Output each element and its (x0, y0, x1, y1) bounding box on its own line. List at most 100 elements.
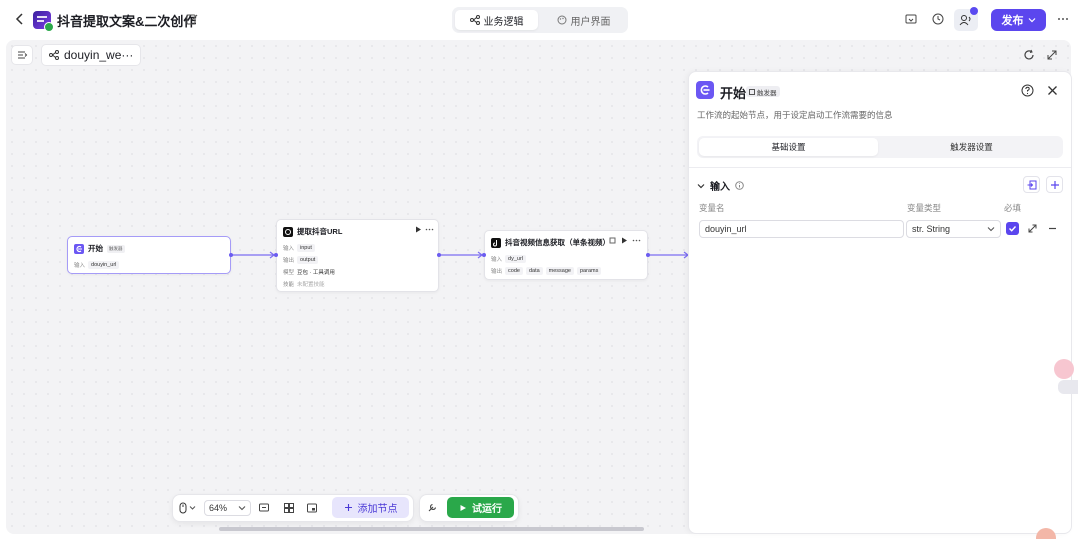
output-label: 输出 (283, 258, 295, 264)
more-icon[interactable] (1056, 12, 1070, 26)
tab-trigger-settings[interactable]: 触发器设置 (950, 142, 993, 152)
run-node-icon[interactable] (621, 237, 628, 244)
divider (689, 167, 1071, 168)
node-input-row: 输入 input (283, 244, 315, 252)
node-skill-row: 技能 未配置技能 (283, 280, 325, 288)
input-var-pill: dy_url (505, 255, 526, 263)
start-icon (696, 81, 714, 99)
help-icon[interactable] (1021, 84, 1034, 97)
publish-button[interactable]: 发布 (991, 9, 1046, 31)
output-var-pill: data (525, 267, 543, 275)
tab-label: 业务逻辑 (483, 16, 524, 28)
app-title: 抖音提取文案&二次创作 (57, 14, 197, 29)
mode-tabs: 业务逻辑 用户界面 (452, 7, 628, 33)
panel-description: 工作流的起始节点，用于设定启动工作流需要的信息 (697, 110, 893, 120)
info-icon (735, 181, 744, 190)
remove-variable-icon[interactable] (1047, 223, 1058, 234)
expand-variable-icon[interactable] (1027, 223, 1038, 234)
add-variable-button[interactable] (1046, 176, 1063, 193)
variable-name-value: douyin_url (705, 224, 747, 234)
video-info-node[interactable]: 抖音视频信息获取（单条视频） 输入 dy_url 输出 code data me… (484, 230, 648, 280)
output-port[interactable] (437, 253, 441, 257)
edit-icon[interactable] (186, 13, 198, 25)
tab-user-interface[interactable]: 用户界面 (542, 10, 625, 30)
run-node-icon[interactable] (415, 226, 422, 233)
add-node-button[interactable]: 添加节点 (332, 497, 409, 518)
assistant-avatar-icon[interactable] (1054, 359, 1074, 379)
output-port[interactable] (229, 253, 233, 257)
flow-icon (469, 15, 480, 25)
tab-basic-settings[interactable]: 基础设置 (699, 138, 878, 156)
output-var-pill: params (577, 267, 602, 275)
zoom-select[interactable]: 64% (204, 500, 251, 516)
node-output-row: 输出 code data message params (491, 267, 602, 275)
trigger-icon (749, 88, 755, 95)
input-label: 输入 (74, 263, 86, 269)
run-label: 试运行 (472, 504, 502, 515)
mouse-mode-button[interactable] (178, 502, 198, 514)
feedback-tab-icon[interactable] (1058, 380, 1078, 394)
plugin-icon (609, 237, 616, 244)
flow-icon (49, 50, 59, 60)
node-header: 提取抖音URL (283, 226, 342, 237)
helper-avatar-icon[interactable] (1036, 528, 1056, 539)
comment-icon[interactable] (258, 502, 270, 514)
output-var-pill: code (505, 267, 523, 275)
trigger-badge: 触发器 (107, 244, 125, 253)
model-value: 豆包 · 工具调用 (297, 270, 335, 276)
start-node[interactable]: 开始 触发器 输入 douyin_url (67, 236, 231, 274)
preview-icon[interactable] (904, 12, 918, 26)
chevron-down-icon (1028, 18, 1035, 23)
badge-label: 触发器 (757, 89, 777, 97)
output-port[interactable] (646, 253, 650, 257)
add-node-label: 添加节点 (357, 504, 398, 515)
minimap-icon[interactable] (306, 502, 318, 514)
import-button[interactable] (1023, 176, 1040, 193)
variable-name-input[interactable]: douyin_url (699, 220, 904, 238)
trigger-badge: 触发器 (746, 86, 780, 97)
variable-type-value: str. String (912, 224, 951, 234)
layout-icon[interactable] (283, 502, 295, 514)
output-var-pill: output (297, 256, 319, 264)
section-title: 输入 (710, 182, 730, 193)
node-more-icon[interactable] (425, 226, 434, 233)
col-header-name: 变量名 (699, 203, 725, 213)
workflow-name-chip[interactable]: douyin_we··· (41, 44, 142, 66)
skill-value: 未配置技能 (297, 282, 325, 288)
chevron-down-icon (238, 506, 246, 511)
input-var-pill: douyin_url (88, 261, 120, 269)
debug-tool-icon[interactable] (426, 502, 438, 514)
play-icon (460, 504, 466, 511)
node-header: 开始 触发器 (74, 243, 125, 254)
horizontal-scrollbar[interactable] (219, 527, 644, 531)
refresh-icon[interactable] (1022, 48, 1036, 62)
expand-icon[interactable] (1045, 48, 1059, 62)
model-label: 模型 (283, 270, 295, 276)
close-icon[interactable] (1047, 85, 1058, 96)
node-title: 提取抖音URL (297, 227, 343, 236)
input-port[interactable] (482, 253, 486, 257)
back-icon[interactable] (12, 11, 28, 27)
input-label: 输入 (283, 246, 295, 252)
zoom-value: 64% (209, 503, 228, 513)
test-run-button[interactable]: 试运行 (447, 497, 514, 518)
tab-business-logic[interactable]: 业务逻辑 (455, 10, 538, 30)
node-output-row: 输出 output (283, 256, 319, 264)
skill-label: 技能 (283, 282, 295, 288)
import-icon (1027, 180, 1036, 189)
input-section-header[interactable]: 输入 (697, 178, 744, 193)
notification-dot (970, 7, 978, 15)
publish-label: 发布 (1001, 15, 1024, 27)
toggle-sidebar-button[interactable] (11, 45, 33, 65)
panel-tabs: 基础设置 触发器设置 (697, 136, 1063, 158)
input-port[interactable] (274, 253, 278, 257)
node-more-icon[interactable] (632, 237, 641, 244)
chevron-down-icon (987, 227, 995, 232)
variable-type-select[interactable]: str. String (906, 220, 1001, 238)
extract-url-node[interactable]: 提取抖音URL 输入 input 输出 output 模型 豆包 · 工具调用 … (276, 219, 439, 292)
history-icon[interactable] (931, 12, 945, 26)
output-label: 输出 (491, 269, 503, 275)
col-header-type: 变量类型 (907, 203, 942, 213)
required-checkbox[interactable] (1006, 222, 1019, 235)
input-var-pill: input (297, 244, 315, 252)
